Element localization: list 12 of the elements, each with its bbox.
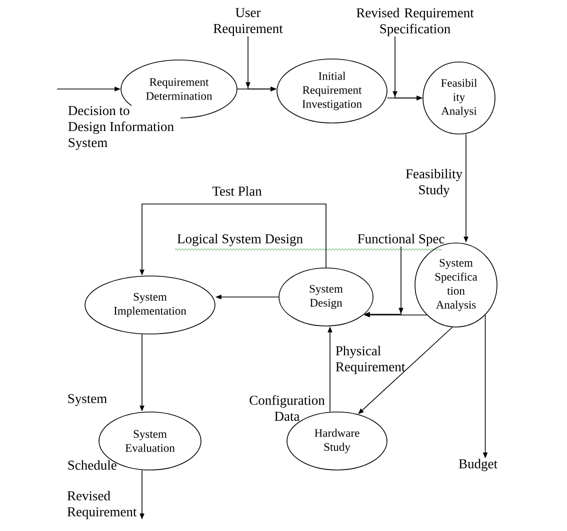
flow-label: Revised Requirement: [67, 490, 137, 520]
edge-label: Decision to Design Information System: [67, 106, 180, 150]
flow-label: Configuration Data: [250, 395, 325, 421]
flow-label: User Requirement: [214, 8, 283, 36]
edge-label: Feasibility Study: [402, 168, 466, 198]
flow-label: System: [68, 394, 107, 406]
flow-label: Revised Requirement Specification: [356, 8, 474, 36]
flow-label: Budget: [458, 458, 498, 472]
edge-label: Test Plan: [212, 186, 262, 196]
flow-label: Logical System Design: [177, 234, 303, 246]
flow-label: Physical Requirement: [336, 346, 406, 374]
flow-label: Schedule: [68, 460, 116, 470]
